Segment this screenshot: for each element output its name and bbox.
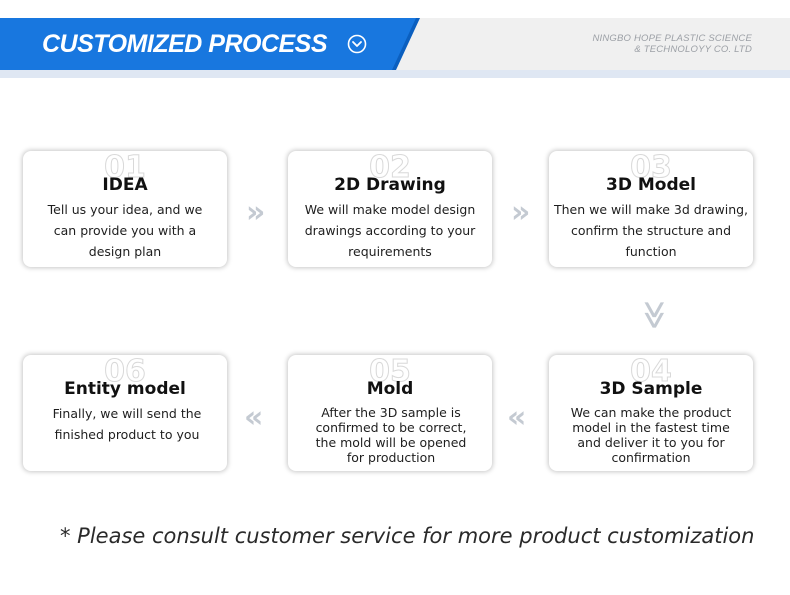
- step-description: Tell us your idea, and we can provide yo…: [47, 202, 203, 259]
- step-description: After the 3D sample is confirmed to be c…: [315, 405, 467, 465]
- step-number: 01: [104, 151, 147, 185]
- page-header: CUSTOMIZED PROCESS NINGBO HOPE PLASTIC S…: [0, 0, 790, 78]
- footer-note: * Please consult customer service for mo…: [60, 524, 755, 548]
- chevron-down-circle-icon: [347, 34, 367, 54]
- step-title: 3D Model: [606, 175, 696, 195]
- step-number: 06: [104, 355, 147, 389]
- step-description: Finally, we will send the finished produ…: [52, 406, 202, 442]
- arrow-left-icon: «: [507, 400, 527, 435]
- header-title-panel: [0, 18, 416, 70]
- step-title: Mold: [366, 379, 414, 399]
- arrow-right-icon: »: [511, 195, 531, 230]
- arrow-down-icon: ≫: [638, 300, 672, 330]
- step-number: 03: [630, 151, 673, 185]
- step-description: We can make the product model in the fas…: [570, 405, 732, 465]
- step-title: IDEA: [102, 175, 148, 195]
- step-card-2d-drawing: 02 2D Drawing We will make model design …: [288, 151, 492, 267]
- company-name-line-2: & TECHNOLOYY CO. LTD: [634, 44, 752, 55]
- company-name-line-1: NINGBO HOPE PLASTIC SCIENCE: [592, 33, 752, 44]
- step-card-3d-model: 03 3D Model Then we will make 3d drawing…: [549, 151, 753, 267]
- step-title: 3D Sample: [599, 379, 703, 399]
- step-card-mold: 05 Mold After the 3D sample is confirmed…: [288, 355, 492, 471]
- header-stripe: [0, 70, 790, 78]
- step-title: Entity model: [64, 379, 186, 399]
- step-card-3d-sample: 04 3D Sample We can make the product mod…: [549, 355, 753, 471]
- step-number: 02: [369, 151, 412, 185]
- arrow-right-icon: »: [246, 195, 266, 230]
- step-number: 05: [369, 355, 412, 389]
- step-number: 04: [630, 355, 673, 389]
- page-title: CUSTOMIZED PROCESS: [42, 30, 328, 58]
- arrow-left-icon: «: [244, 400, 264, 435]
- step-title: 2D Drawing: [334, 175, 446, 195]
- company-name: NINGBO HOPE PLASTIC SCIENCE & TECHNOLOYY…: [592, 33, 752, 55]
- step-description: Then we will make 3d drawing, confirm th…: [553, 202, 749, 259]
- step-description: We will make model design drawings accor…: [304, 202, 476, 259]
- step-card-idea: 01 IDEA Tell us your idea, and we can pr…: [23, 151, 227, 267]
- step-card-entity-model: 06 Entity model Finally, we will send th…: [23, 355, 227, 471]
